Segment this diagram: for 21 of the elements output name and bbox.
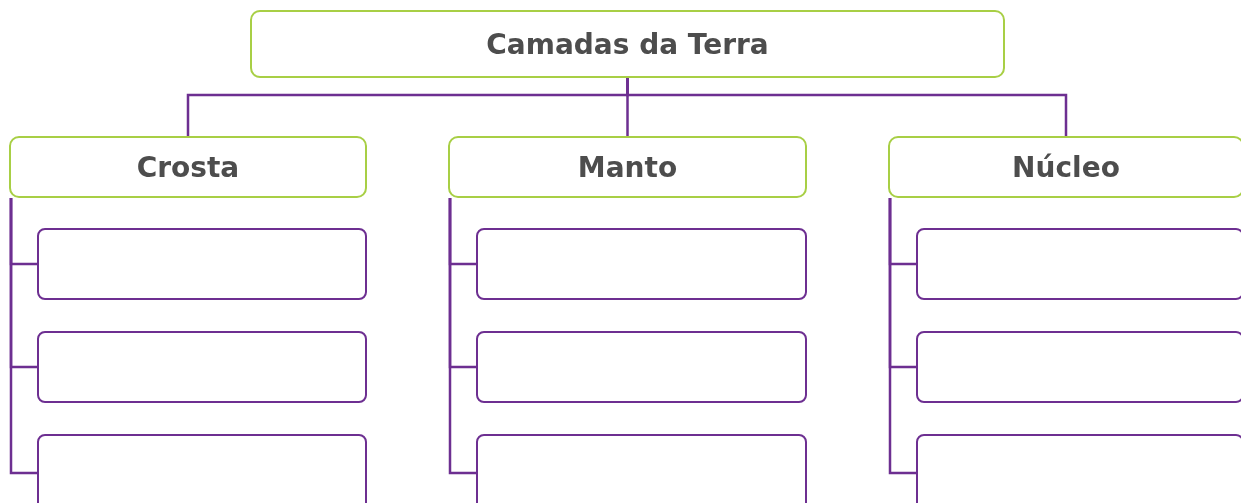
connector-line bbox=[448, 198, 476, 475]
connector-line bbox=[626, 78, 1068, 136]
layer-box bbox=[9, 136, 367, 198]
layer-box bbox=[448, 136, 807, 198]
empty-answer-box bbox=[476, 434, 807, 503]
title-box bbox=[250, 10, 1005, 78]
empty-answer-box bbox=[37, 434, 367, 503]
layer-box bbox=[888, 136, 1241, 198]
connector-line bbox=[888, 198, 916, 475]
box-label: Crosta bbox=[136, 150, 240, 184]
box-label: Núcleo bbox=[1012, 150, 1120, 184]
empty-answer-box bbox=[916, 434, 1241, 503]
empty-answer-box bbox=[476, 228, 807, 300]
box-label: Camadas da Terra bbox=[486, 27, 769, 61]
empty-answer-box bbox=[916, 228, 1241, 300]
empty-answer-box bbox=[476, 331, 807, 403]
empty-answer-box bbox=[916, 331, 1241, 403]
empty-answer-box bbox=[37, 331, 367, 403]
empty-answer-box bbox=[37, 228, 367, 300]
box-label: Manto bbox=[577, 150, 678, 184]
connector-line bbox=[9, 198, 37, 475]
